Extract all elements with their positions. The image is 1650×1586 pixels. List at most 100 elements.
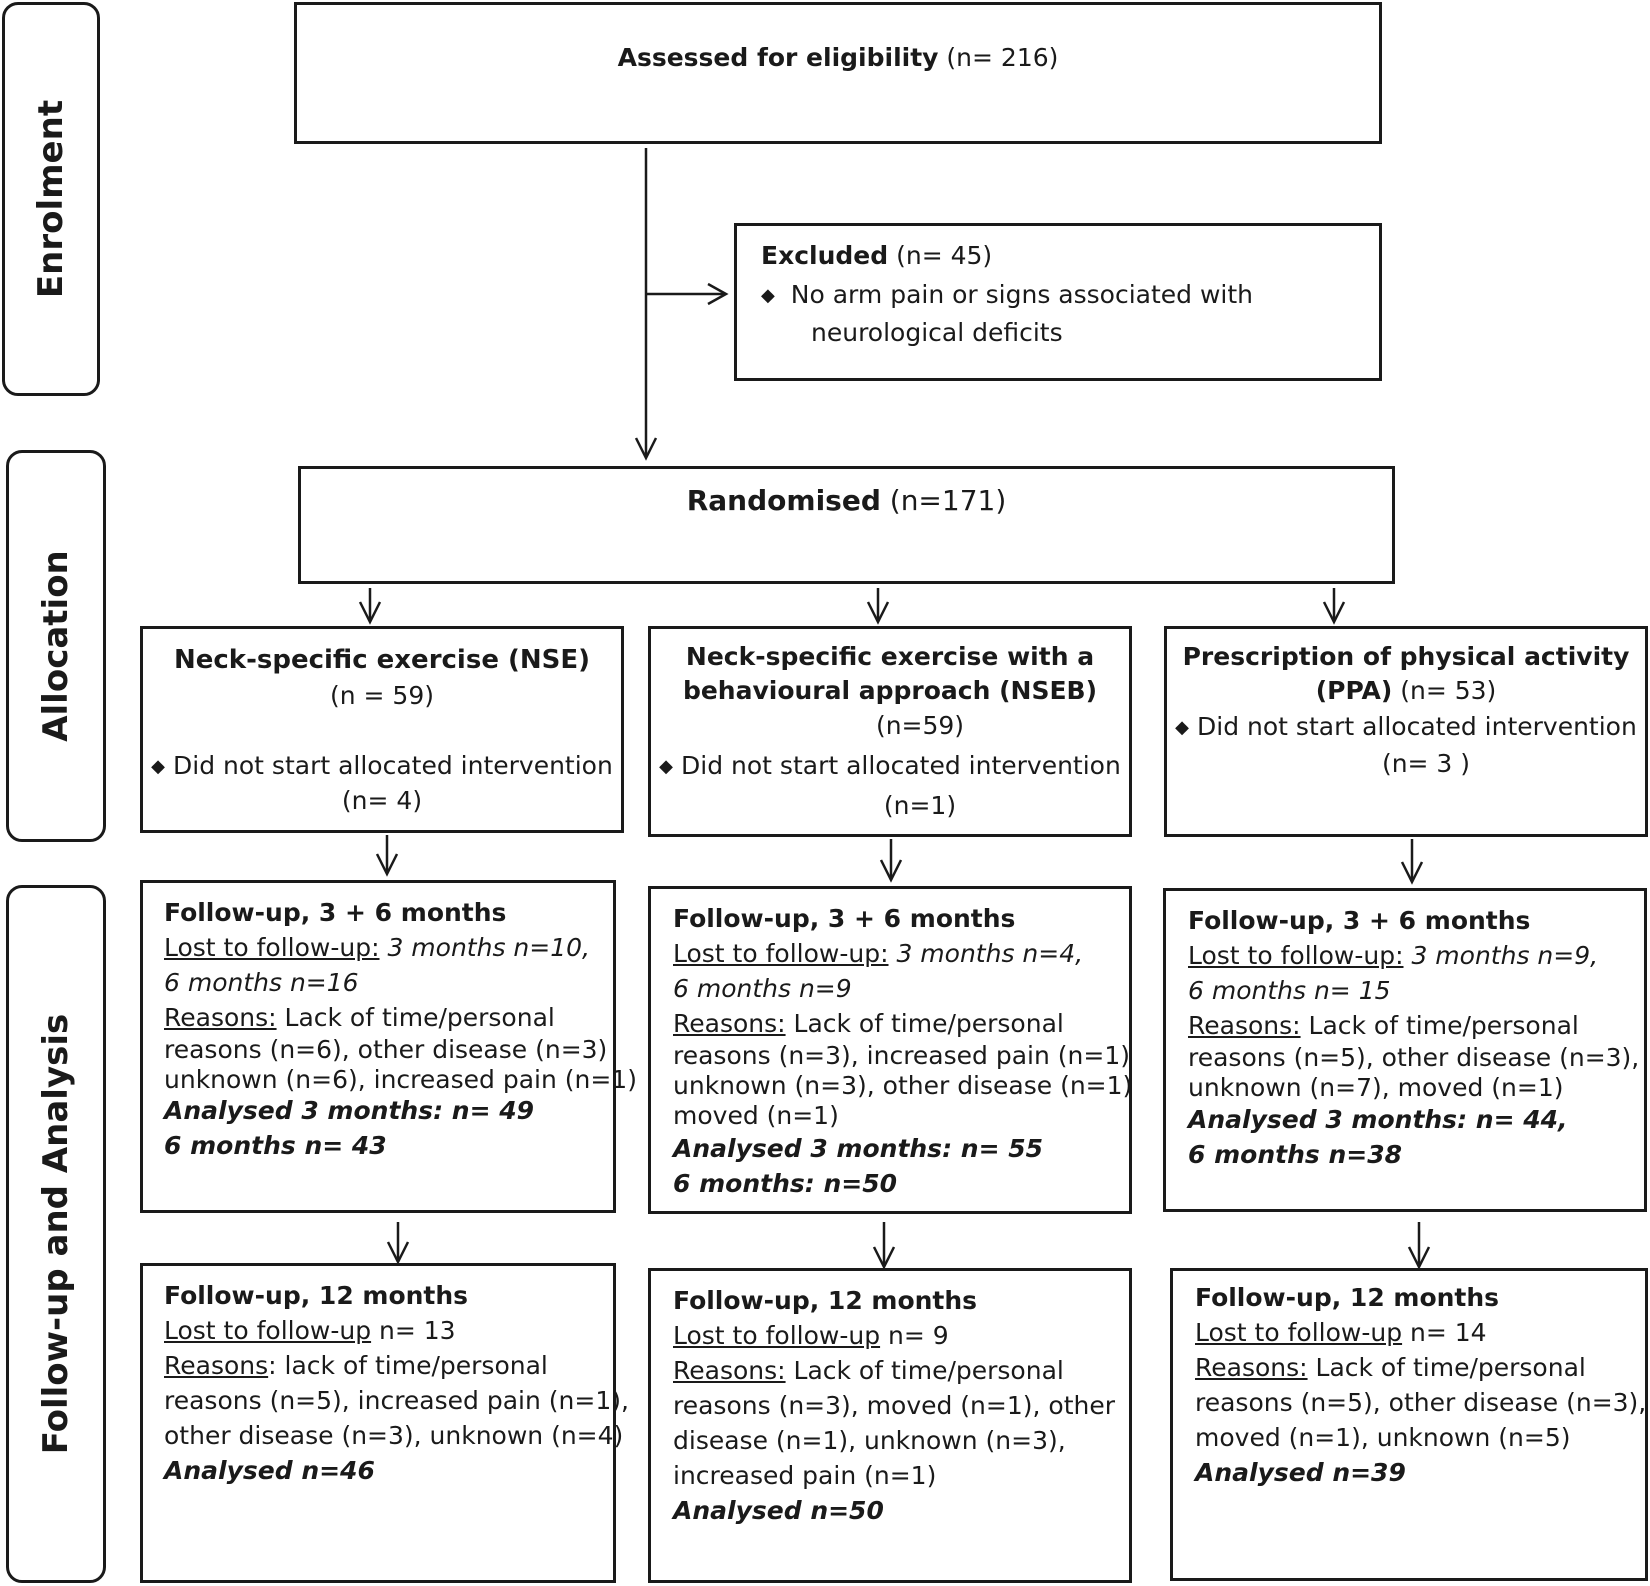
stage-allocation-label: Allocation <box>36 550 76 742</box>
followup-3-6-nseb-reasons-4: moved (n=1) <box>673 1101 839 1130</box>
followup-12-nse-title: Follow-up, 12 months <box>164 1281 469 1310</box>
arm-nse-box: Neck-specific exercise (NSE) (n = 59) ◆ D… <box>140 626 624 833</box>
arm-ppa-not-started-n: (n= 3 ) <box>1381 749 1471 778</box>
arrow-randomised-to-nseb-head <box>866 601 890 625</box>
arm-ppa-name-2: (PPA) <box>1315 676 1393 705</box>
followup-3-6-ppa-lost-6: 6 months n= 15 <box>1188 976 1391 1005</box>
arm-ppa-n: (n= 53) <box>1400 676 1497 705</box>
followup-3-6-nse-reasons-label: Reasons: <box>164 1003 277 1032</box>
arrow-randomised-to-nse-head <box>358 601 382 625</box>
followup-3-6-ppa-analysed-2: 6 months n=38 <box>1188 1140 1402 1169</box>
arrow-ppa-to-followup-12-head <box>1407 1246 1431 1270</box>
followup-12-nseb-box: Follow-up, 12 months Lost to follow-up n… <box>648 1268 1132 1583</box>
followup-12-ppa-lost-label: Lost to follow-up <box>1195 1318 1403 1347</box>
followup-12-ppa-lost-n: n= 14 <box>1410 1318 1487 1347</box>
followup-12-nse-reasons-1: : lack of time/personal <box>268 1351 548 1380</box>
excluded-title: Excluded <box>761 241 889 270</box>
followup-12-nse-reasons-3: other disease (n=3), unknown (n=4) <box>164 1421 624 1450</box>
followup-12-nseb-reasons-2: reasons (n=3), moved (n=1), other <box>673 1391 1116 1420</box>
stage-allocation: Allocation <box>6 450 106 842</box>
followup-3-6-nseb-reasons-label: Reasons: <box>673 1009 786 1038</box>
diamond-bullet-icon: ◆ <box>151 756 166 777</box>
followup-3-6-nse-lost-label: Lost to follow-up: <box>164 933 380 962</box>
followup-3-6-nseb-lost-label: Lost to follow-up: <box>673 939 889 968</box>
arrow-nse-to-followup-3-6-head <box>375 853 399 877</box>
arm-nseb-n: (n=59) <box>875 711 965 740</box>
followup-3-6-nse-box: Follow-up, 3 + 6 months Lost to follow-u… <box>140 880 637 1213</box>
randomised-n: (n=171) <box>889 484 1007 517</box>
followup-12-nseb-lost-label: Lost to follow-up <box>673 1321 881 1350</box>
followup-3-6-nse-title: Follow-up, 3 + 6 months <box>164 898 507 927</box>
randomised-title: Randomised <box>686 484 881 517</box>
arrow-nse-to-followup-12-head <box>386 1241 410 1265</box>
followup-12-ppa-reasons-label: Reasons: <box>1195 1353 1308 1382</box>
followup-3-6-ppa-analysed-1: Analysed 3 months: n= 44, <box>1188 1105 1568 1134</box>
stage-followup-label: Follow-up and Analysis <box>36 1013 76 1455</box>
arm-ppa-not-started: Did not start allocated intervention <box>1197 712 1637 741</box>
excluded-n: (n= 45) <box>896 241 993 270</box>
followup-12-nse-lost-label: Lost to follow-up <box>164 1316 372 1345</box>
followup-3-6-ppa-lost-3: 3 months n=9, <box>1411 941 1599 970</box>
followup-3-6-nse-reasons-3: unknown (n=6), increased pain (n=1) <box>164 1065 637 1094</box>
followup-12-ppa-reasons-1: Lack of time/personal <box>1315 1353 1586 1382</box>
arm-ppa-box: Prescription of physical activity (PPA) … <box>1164 626 1648 837</box>
followup-3-6-nseb-analysed-1: Analysed 3 months: n= 55 <box>673 1134 1044 1163</box>
followup-3-6-ppa-reasons-label: Reasons: <box>1188 1011 1301 1040</box>
followup-3-6-nseb-title: Follow-up, 3 + 6 months <box>673 904 1016 933</box>
followup-3-6-nseb-analysed-2: 6 months: n=50 <box>673 1169 897 1198</box>
followup-3-6-nse-reasons-1: Lack of time/personal <box>284 1003 555 1032</box>
followup-3-6-nseb-box: Follow-up, 3 + 6 months Lost to follow-u… <box>648 886 1132 1214</box>
arm-nse-not-started-n: (n= 4) <box>341 786 423 815</box>
arm-nseb-name-2: behavioural approach (NSEB) <box>682 676 1098 705</box>
randomised-box: Randomised (n=171) <box>298 466 1395 584</box>
followup-12-ppa-title: Follow-up, 12 months <box>1195 1283 1500 1312</box>
eligibility-title: Assessed for eligibility <box>617 43 939 72</box>
excluded-reason-1: No arm pain or signs associated with <box>790 280 1254 309</box>
followup-3-6-nse-analysed-2: 6 months n= 43 <box>164 1131 387 1160</box>
arm-nse-name: Neck-specific exercise (NSE) <box>173 645 591 675</box>
arm-nseb-not-started-n: (n=1) <box>883 791 957 820</box>
followup-3-6-nse-lost-6: 6 months n=16 <box>164 968 359 997</box>
stage-enrolment-label: Enrolment <box>31 99 71 299</box>
followup-12-nseb-reasons-label: Reasons: <box>673 1356 786 1385</box>
followup-3-6-nseb-reasons-3: unknown (n=3), other disease (n=1) <box>673 1071 1133 1100</box>
arrow-nseb-to-followup-12-head <box>872 1246 896 1270</box>
followup-3-6-ppa-reasons-2: reasons (n=5), other disease (n=3), <box>1188 1043 1640 1072</box>
followup-12-nseb-analysed: Analysed n=50 <box>673 1496 884 1525</box>
arm-nse-not-started: Did not start allocated intervention <box>173 751 613 780</box>
followup-12-nseb-reasons-1: Lack of time/personal <box>793 1356 1064 1385</box>
followup-3-6-ppa-reasons-3: unknown (n=7), moved (n=1) <box>1188 1073 1564 1102</box>
arm-ppa-name-1: Prescription of physical activity <box>1182 642 1630 671</box>
followup-3-6-nse-lost-3: 3 months n=10, <box>387 933 590 962</box>
followup-12-nseb-lost-n: n= 9 <box>888 1321 949 1350</box>
stage-followup: Follow-up and Analysis <box>6 885 106 1583</box>
followup-12-nseb-reasons-3: disease (n=1), unknown (n=3), <box>673 1426 1066 1455</box>
eligibility-box: Assessed for eligibility (n= 216) <box>294 2 1382 144</box>
arm-nse-n: (n = 59) <box>329 681 434 710</box>
arrow-ppa-to-followup-3-6-head <box>1400 861 1424 885</box>
followup-12-nse-lost-n: n= 13 <box>379 1316 456 1345</box>
followup-3-6-nse-analysed-1: Analysed 3 months: n= 49 <box>164 1096 535 1125</box>
followup-12-nseb-title: Follow-up, 12 months <box>673 1286 978 1315</box>
eligibility-n: (n= 216) <box>946 43 1059 72</box>
followup-12-nseb-reasons-4: increased pain (n=1) <box>673 1461 937 1490</box>
followup-3-6-nse-reasons-2: reasons (n=6), other disease (n=3) <box>164 1035 608 1064</box>
arrow-nseb-to-followup-3-6-head <box>879 859 903 883</box>
arrow-to-excluded-head <box>707 282 729 306</box>
diamond-bullet-icon: ◆ <box>761 285 775 306</box>
excluded-reason-2: neurological deficits <box>811 318 1063 347</box>
excluded-box: Excluded (n= 45) ◆ No arm pain or signs … <box>734 223 1382 381</box>
stage-enrolment: Enrolment <box>2 2 100 396</box>
followup-12-ppa-reasons-3: moved (n=1), unknown (n=5) <box>1195 1423 1571 1452</box>
followup-3-6-ppa-lost-label: Lost to follow-up: <box>1188 941 1404 970</box>
diamond-bullet-icon: ◆ <box>659 756 674 777</box>
followup-3-6-nseb-reasons-1: Lack of time/personal <box>793 1009 1064 1038</box>
followup-12-ppa-box: Follow-up, 12 months Lost to follow-up n… <box>1170 1268 1648 1581</box>
followup-3-6-ppa-title: Follow-up, 3 + 6 months <box>1188 906 1531 935</box>
followup-12-ppa-analysed: Analysed n=39 <box>1195 1458 1406 1487</box>
followup-3-6-nseb-lost-6: 6 months n=9 <box>673 974 852 1003</box>
followup-3-6-ppa-box: Follow-up, 3 + 6 months Lost to follow-u… <box>1163 888 1647 1212</box>
arm-nseb-box: Neck-specific exercise with a behavioura… <box>648 626 1132 837</box>
followup-12-nse-box: Follow-up, 12 months Lost to follow-up n… <box>140 1263 629 1583</box>
